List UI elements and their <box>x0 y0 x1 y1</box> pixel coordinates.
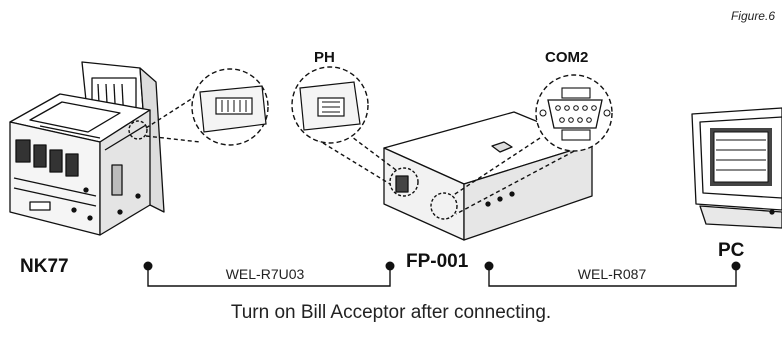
cable-left-label: WEL-R7U03 <box>226 266 305 282</box>
nk77-connector-callout <box>145 68 269 146</box>
pc-monitor-illustration <box>691 107 782 229</box>
cable-right-line <box>488 266 737 287</box>
cable-right-endpoint-a <box>484 261 494 271</box>
ph-port-label: PH <box>314 49 335 66</box>
nk77-device-illustration <box>9 61 165 236</box>
cable-left-endpoint-a <box>143 261 153 271</box>
com2-port-marker <box>430 192 458 220</box>
com2-port-label: COM2 <box>545 49 588 66</box>
nk77-connector-marker <box>128 120 148 140</box>
cable-left-line <box>147 266 391 287</box>
cable-left-endpoint-b <box>385 261 395 271</box>
instruction-caption: Turn on Bill Acceptor after connecting. <box>230 302 552 323</box>
cable-right-label: WEL-R087 <box>578 266 647 282</box>
cable-right-endpoint-b <box>731 261 741 271</box>
fp001-device-illustration <box>383 111 593 241</box>
com2-port-callout <box>451 74 613 215</box>
ph-port-callout <box>291 66 397 185</box>
ph-port-marker <box>389 167 419 197</box>
nk77-label: NK77 <box>20 256 69 277</box>
figure-label: Figure.6 <box>731 9 775 23</box>
fp001-label: FP-001 <box>406 251 469 272</box>
pc-label: PC <box>718 240 745 261</box>
